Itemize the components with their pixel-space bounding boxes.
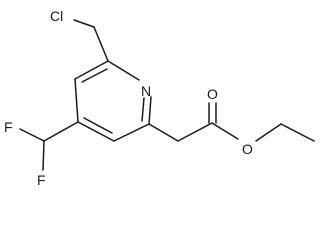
bond-ring-c3-c4-inner	[83, 117, 113, 134]
bond-chf2-f-bottom	[42, 140, 45, 171]
bond-ester-o-ch2	[255, 123, 282, 142]
bond-ring-c6-n	[107, 60, 140, 81]
bond-cl-ch2	[73, 19, 95, 28]
bond-chf2-f-top	[19, 128, 45, 142]
bond-ch2-ring	[93, 26, 109, 62]
bond-ring-ch2-acetate	[148, 123, 179, 142]
bond-ring-c3-c4	[77, 121, 115, 142]
bond-ch2-carbonyl-c	[177, 122, 213, 142]
structure-svg: Cl N O O F F	[4, 8, 315, 188]
fluorine-top-atom-label: F	[4, 119, 13, 135]
bond-ring-chf2	[43, 121, 79, 142]
bond-ring-n-c2-inner	[141, 97, 145, 122]
chlorine-atom-label: Cl	[50, 8, 63, 24]
bond-ring-c2-c3	[113, 123, 150, 142]
bond-carbonyl-ester-o	[211, 122, 239, 140]
bond-ring-n-c2	[148, 96, 152, 125]
fluorine-bottom-atom-label: F	[37, 172, 46, 188]
ester-oxygen-atom-label: O	[242, 141, 253, 157]
molecule-diagram: Cl N O O F F	[4, 8, 315, 188]
carbonyl-oxygen-atom-label: O	[207, 86, 218, 102]
bond-ethyl-ch2-ch3	[280, 123, 315, 142]
bond-ring-c4-c5	[74, 78, 79, 123]
bond-ring-c5-c6	[74, 60, 109, 80]
bond-ring-c5-c6-inner	[81, 68, 108, 83]
ring-nitrogen-atom-label: N	[141, 83, 151, 99]
